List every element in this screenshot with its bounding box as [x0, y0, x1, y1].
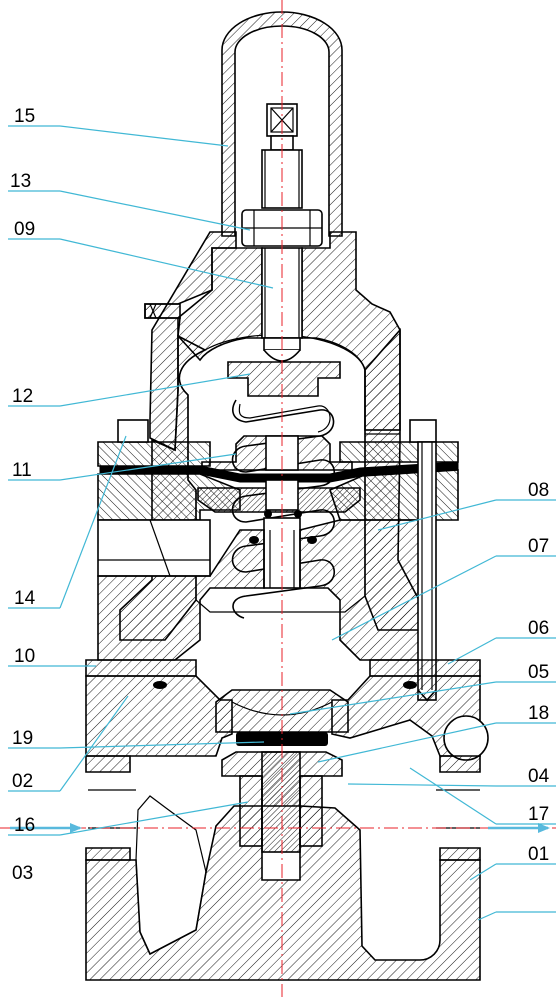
body-o-rings [153, 681, 417, 689]
part-labels: 15 13 09 12 11 14 10 19 02 16 03 08 07 0… [10, 106, 550, 884]
label-13: 13 [10, 171, 31, 192]
lower-valve-body [85, 675, 489, 981]
label-19: 19 [12, 728, 33, 749]
label-10: 10 [14, 646, 35, 667]
label-12: 12 [12, 386, 33, 407]
lower-spring-seat [201, 435, 353, 471]
label-04: 04 [528, 766, 550, 787]
stem-guide-body [97, 519, 431, 661]
label-17: 17 [528, 804, 549, 825]
label-02: 02 [12, 771, 33, 792]
label-09: 09 [14, 219, 35, 240]
bonnet-cap [221, 11, 343, 237]
label-11: 11 [12, 460, 32, 481]
leader-lines [8, 125, 556, 921]
label-05: 05 [528, 662, 549, 683]
piston-plate [197, 479, 361, 518]
label-01: 01 [528, 844, 549, 865]
label-15: 15 [14, 106, 35, 127]
label-16: 16 [14, 815, 35, 836]
side-port [97, 519, 211, 577]
label-18: 18 [528, 703, 549, 724]
label-03: 03 [12, 863, 33, 884]
label-14: 14 [14, 588, 36, 609]
label-06: 06 [528, 618, 549, 639]
label-08: 08 [528, 480, 549, 501]
upper-spring-seat [227, 361, 341, 397]
label-07: 07 [528, 536, 549, 557]
body-side-flanges [85, 659, 481, 677]
